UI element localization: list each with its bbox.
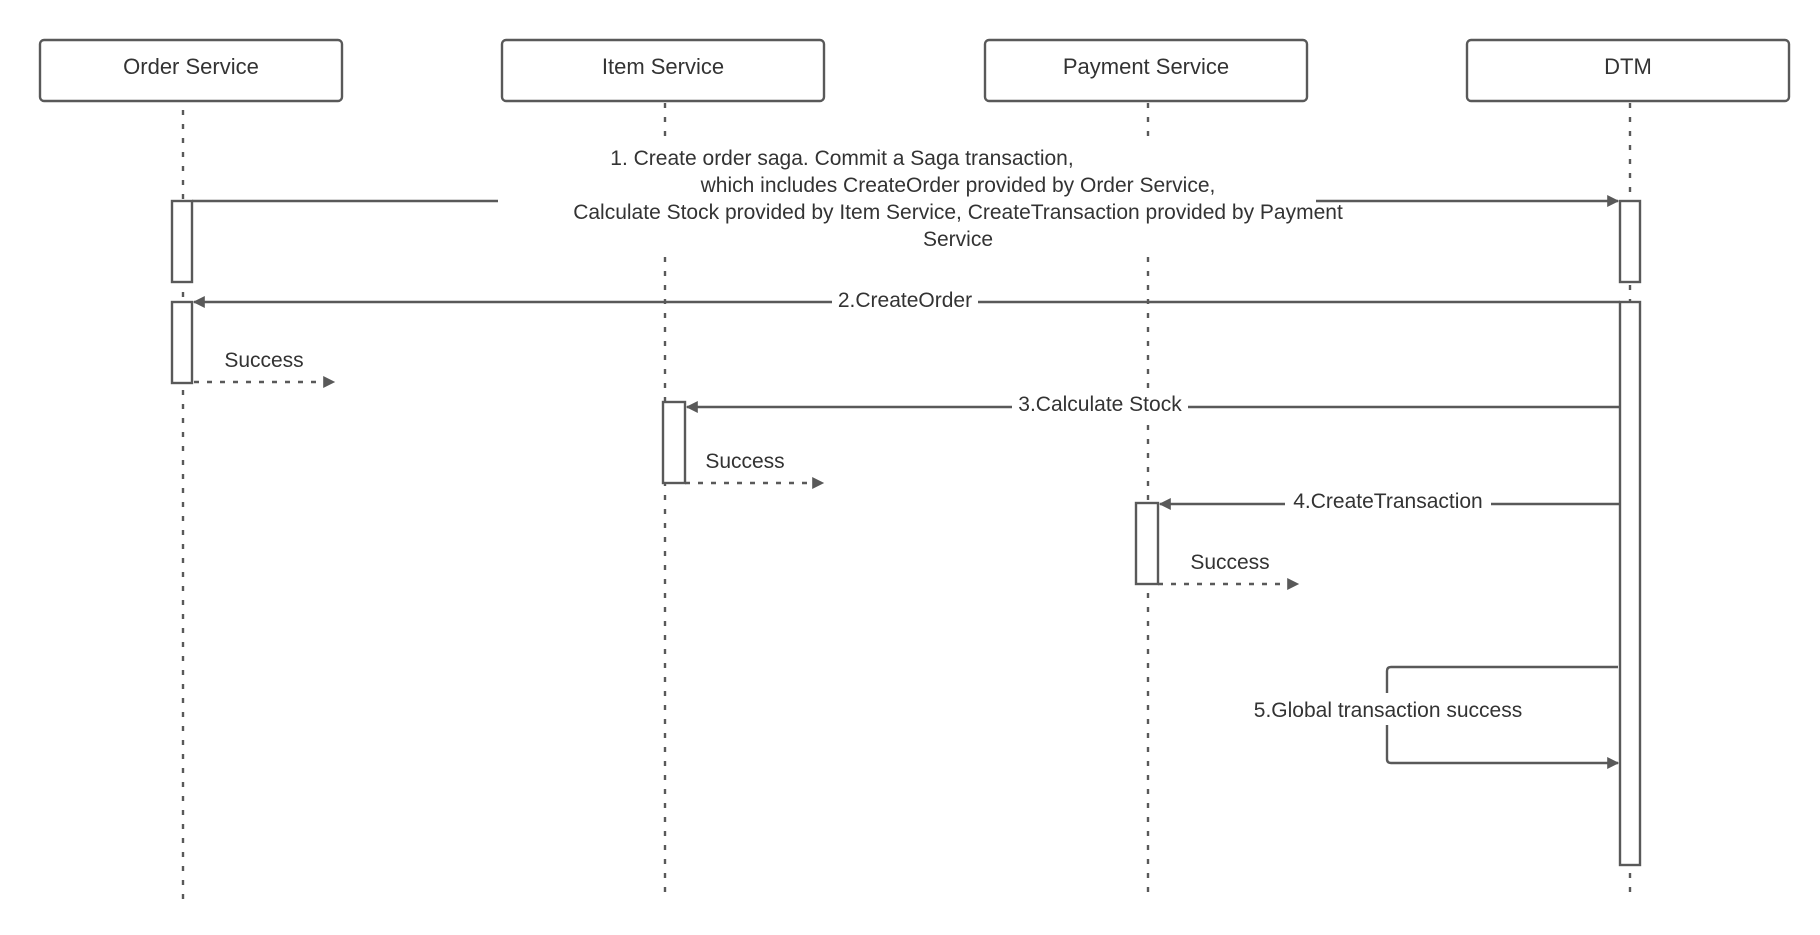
- message-1-label-line-4: Service: [923, 228, 993, 251]
- message-1-create-order-saga: 1. Create order saga. Commit a Saga tran…: [192, 140, 1620, 254]
- participant-label: DTM: [1604, 54, 1652, 79]
- participant-label: Item Service: [602, 54, 724, 79]
- message-1-label-line-3: Calculate Stock provided by Item Service…: [573, 201, 1343, 224]
- reply-item-label: Success: [705, 450, 784, 473]
- activation-order-1: [170, 199, 194, 284]
- participant-payment-service[interactable]: Payment Service: [983, 38, 1309, 103]
- message-2-label: 2.CreateOrder: [838, 289, 972, 312]
- message-5-label: 5.Global transaction success: [1254, 699, 1522, 722]
- participant-label: Order Service: [123, 54, 259, 79]
- activation-order-2: [170, 300, 194, 385]
- reply-order-label: Success: [224, 349, 303, 372]
- message-5-global-transaction-success: 5.Global transaction success: [1240, 665, 1620, 769]
- activation-item: [661, 400, 687, 485]
- activation-payment: [1134, 501, 1160, 586]
- reply-order-success: Success: [194, 349, 336, 388]
- reply-item-success: Success: [685, 450, 825, 489]
- message-2-create-order: 2.CreateOrder: [192, 285, 1620, 315]
- reply-payment-success: Success: [1158, 551, 1300, 590]
- reply-payment-label: Success: [1190, 551, 1269, 574]
- message-4-create-transaction: 4.CreateTransaction: [1158, 487, 1620, 517]
- message-3-label: 3.Calculate Stock: [1018, 393, 1182, 416]
- message-4-label: 4.CreateTransaction: [1293, 490, 1482, 513]
- participant-dtm[interactable]: DTM: [1465, 38, 1791, 103]
- participant-label: Payment Service: [1063, 54, 1229, 79]
- message-1-label-line-2: which includes CreateOrder provided by O…: [700, 174, 1216, 197]
- message-3-calculate-stock: 3.Calculate Stock: [685, 390, 1620, 420]
- activation-dtm-2: [1618, 300, 1642, 867]
- message-1-label-line-1: 1. Create order saga. Commit a Saga tran…: [610, 147, 1073, 170]
- participant-item-service[interactable]: Item Service: [500, 38, 826, 103]
- participant-order-service[interactable]: Order Service: [38, 38, 344, 103]
- activation-dtm-1: [1618, 199, 1642, 284]
